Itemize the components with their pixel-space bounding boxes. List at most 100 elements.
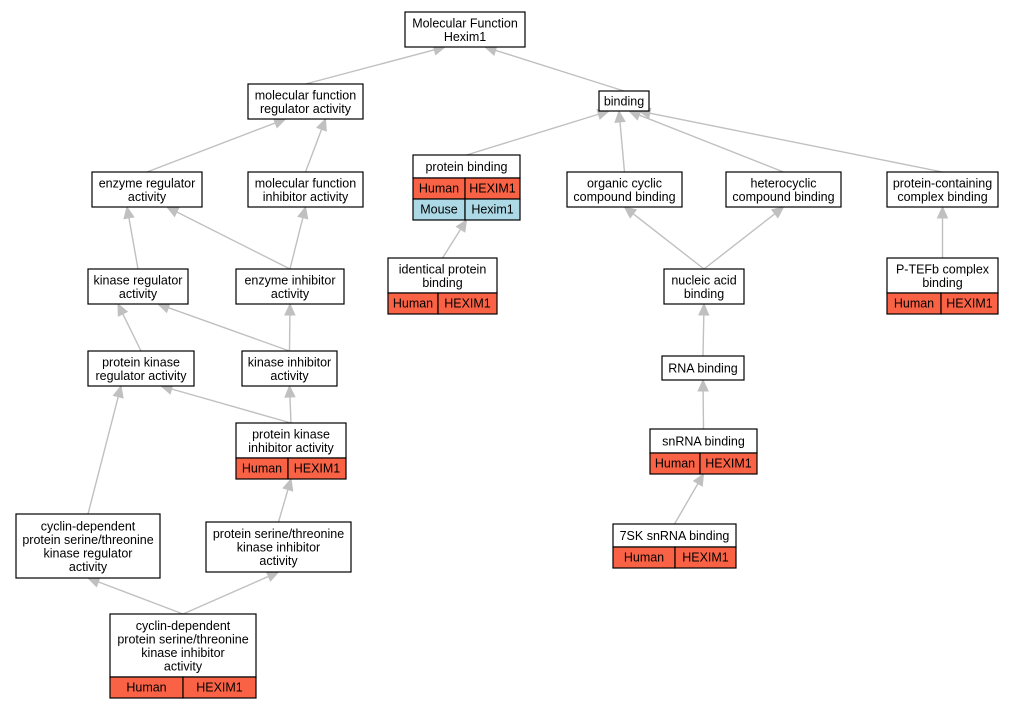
gene-cell bbox=[674, 546, 737, 569]
gene-label: HEXIM1 bbox=[946, 297, 993, 311]
edge-ocb-to-binding bbox=[619, 121, 626, 173]
edge-pstkia-to-pkia bbox=[277, 489, 289, 523]
arrowhead-eia-to-era bbox=[165, 206, 180, 218]
species-label: Human bbox=[393, 297, 433, 311]
gene-label: HEXIM1 bbox=[682, 551, 729, 565]
arrowhead-pkia-to-kia bbox=[284, 384, 296, 398]
species-label: Human bbox=[242, 462, 282, 476]
term-label-line: compound binding bbox=[573, 190, 675, 204]
species-label: Human bbox=[624, 551, 664, 565]
arrowhead-cdkia-to-cdkra bbox=[86, 576, 101, 588]
edge-mfia-to-mfra bbox=[304, 129, 323, 173]
term-box bbox=[886, 171, 999, 208]
edge-mfra-to-root bbox=[305, 49, 435, 85]
gene-cell bbox=[287, 457, 347, 480]
edge-pccb-to-binding bbox=[649, 112, 943, 173]
term-label-line: kinase inhibitor bbox=[248, 355, 331, 369]
term-box bbox=[725, 171, 842, 208]
term-label-line: complex binding bbox=[897, 190, 987, 204]
arrowhead-ptefb-to-pccb bbox=[936, 205, 949, 219]
term-label-line: activity bbox=[271, 287, 310, 301]
term-box bbox=[235, 422, 347, 459]
gene-label: HEXIM1 bbox=[294, 462, 341, 476]
edge-nab-to-ocb bbox=[632, 213, 705, 270]
term-label-line: inhibitor activity bbox=[248, 441, 334, 455]
term-box bbox=[235, 268, 345, 305]
edge-kra-to-era bbox=[128, 217, 139, 270]
species-label: Human bbox=[126, 681, 166, 695]
term-label-line: activity bbox=[128, 190, 167, 204]
term-label-line: enzyme regulator bbox=[99, 176, 196, 190]
term-node-rnab[interactable]: RNA binding bbox=[661, 355, 745, 381]
term-box bbox=[598, 90, 650, 112]
term-label-line: activity bbox=[69, 560, 108, 574]
term-label-line: protein serine/threonine bbox=[22, 533, 153, 547]
term-label-line: activity bbox=[270, 369, 309, 383]
term-label-line: activity bbox=[164, 659, 203, 673]
term-box bbox=[404, 11, 526, 48]
edge-pb-to-binding bbox=[466, 113, 599, 156]
term-box bbox=[663, 268, 745, 305]
term-box bbox=[247, 171, 364, 208]
arrowhead-kra-to-era bbox=[123, 205, 135, 220]
term-label-line: binding bbox=[422, 276, 462, 290]
edges-layer bbox=[86, 44, 949, 615]
term-label-line: activity bbox=[259, 554, 298, 568]
arrowhead-7sk-to-snrnab bbox=[692, 472, 705, 487]
gene-cell bbox=[940, 292, 999, 315]
arrowhead-eia-to-mfia bbox=[297, 205, 309, 220]
term-label-line: inhibitor activity bbox=[263, 190, 349, 204]
term-label-line: binding bbox=[604, 95, 644, 109]
term-label-line: kinase regulator bbox=[94, 273, 183, 287]
edge-era-to-mfra bbox=[146, 122, 276, 173]
term-box bbox=[15, 513, 161, 579]
term-label-line: compound binding bbox=[732, 190, 834, 204]
term-box bbox=[91, 171, 203, 208]
term-node-binding[interactable]: binding bbox=[598, 90, 650, 112]
term-label-line: binding bbox=[922, 276, 962, 290]
edge-ipb-to-pb bbox=[441, 228, 462, 259]
term-box bbox=[661, 355, 745, 381]
arrowhead-ipb-to-pb bbox=[455, 218, 468, 233]
gene-label: HEXIM1 bbox=[196, 681, 243, 695]
arrowhead-pstkia-to-pkia bbox=[282, 477, 294, 492]
gene-cell bbox=[699, 452, 758, 475]
term-label-line: cyclin-dependent bbox=[136, 619, 231, 633]
edge-pkia-to-pkra bbox=[171, 388, 292, 424]
term-label-line: RNA binding bbox=[668, 362, 738, 376]
term-box bbox=[886, 257, 999, 294]
arrowhead-rnab-to-nab bbox=[698, 302, 710, 316]
species-label: Mouse bbox=[420, 203, 458, 217]
arrowhead-cdkia-to-pstkia bbox=[265, 571, 280, 582]
term-label-line: 7SK snRNA binding bbox=[620, 529, 730, 543]
term-box bbox=[205, 521, 352, 573]
gene-label: HEXIM1 bbox=[469, 182, 516, 196]
term-box bbox=[87, 350, 195, 387]
term-label-line: protein serine/threonine bbox=[117, 632, 248, 646]
term-label-line: molecular function bbox=[255, 176, 356, 190]
term-box bbox=[566, 171, 683, 208]
arrowhead-cdkra-to-pkra bbox=[112, 384, 124, 399]
